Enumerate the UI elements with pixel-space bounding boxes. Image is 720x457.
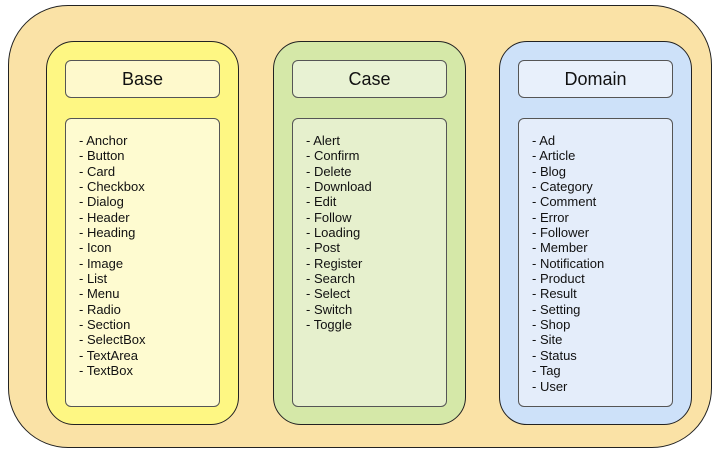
list-item: - Button [79, 148, 125, 164]
list-item: - Header [79, 209, 130, 225]
list-item: - Ad [532, 133, 556, 148]
list-item: - Heading [79, 225, 136, 241]
column-title-domain: Domain [518, 60, 673, 98]
list-item: - Checkbox [79, 179, 145, 195]
list-item: - Status [532, 347, 577, 363]
list-item: - Shop [532, 317, 571, 333]
column-case: Case - Alert- Confirm- Delete- Download-… [273, 41, 466, 425]
list-item: - TextBox [79, 363, 133, 379]
list-item: - Blog [532, 163, 566, 179]
list-item: - Category [532, 179, 593, 195]
list-item: - Image [79, 255, 124, 271]
list-item: - SelectBox [79, 332, 146, 348]
list-item: - Icon [79, 240, 112, 256]
list-domain: - Ad- Article- Blog- Category- Comment- … [518, 118, 673, 407]
list-item: - Download [306, 179, 372, 195]
list-item: - User [532, 378, 568, 394]
outer-container: Base - Anchor- Button- Card- Checkbox- D… [8, 5, 712, 448]
list-item: - Card [79, 163, 116, 179]
list-item: - Member [532, 240, 588, 256]
list-item: - TextArea [79, 347, 139, 363]
column-title-case: Case [292, 60, 447, 98]
list-item: - Switch [306, 301, 353, 317]
list-item: - Anchor [79, 133, 128, 148]
column-base: Base - Anchor- Button- Card- Checkbox- D… [46, 41, 239, 425]
list-item: - Dialog [79, 194, 124, 210]
list-item: - Follower [532, 225, 590, 241]
column-domain: Domain - Ad- Article- Blog- Category- Co… [499, 41, 692, 425]
list-item: - Alert [306, 133, 340, 148]
list-item: - Tag [532, 363, 561, 379]
list-item: - Search [306, 271, 356, 287]
list-item: - Confirm [306, 148, 360, 164]
list-item: - Result [532, 286, 577, 302]
list-item: - Toggle [306, 317, 353, 333]
list-item: - Site [532, 332, 563, 348]
list-item: - Post [306, 240, 340, 256]
list-item: - Radio [79, 301, 121, 317]
list-item: - Product [532, 271, 585, 287]
list-item: - Register [306, 255, 363, 271]
list-item: - Follow [306, 209, 352, 225]
list-item: - Loading [306, 225, 361, 241]
list-case: - Alert- Confirm- Delete- Download- Edit… [292, 118, 447, 407]
list-item: - Notification [532, 255, 605, 271]
list-item: - Select [306, 286, 351, 302]
list-item: - Setting [532, 301, 581, 317]
list-item: - Article [532, 148, 576, 164]
list-item: - Menu [79, 286, 120, 302]
column-title-base: Base [65, 60, 220, 98]
list-item: - Section [79, 317, 131, 333]
list-item: - Delete [306, 163, 352, 179]
list-item: - Edit [306, 194, 337, 210]
list-item: - Comment [532, 194, 597, 210]
list-item: - List [79, 271, 108, 287]
list-item: - Error [532, 209, 569, 225]
list-base: - Anchor- Button- Card- Checkbox- Dialog… [65, 118, 220, 407]
